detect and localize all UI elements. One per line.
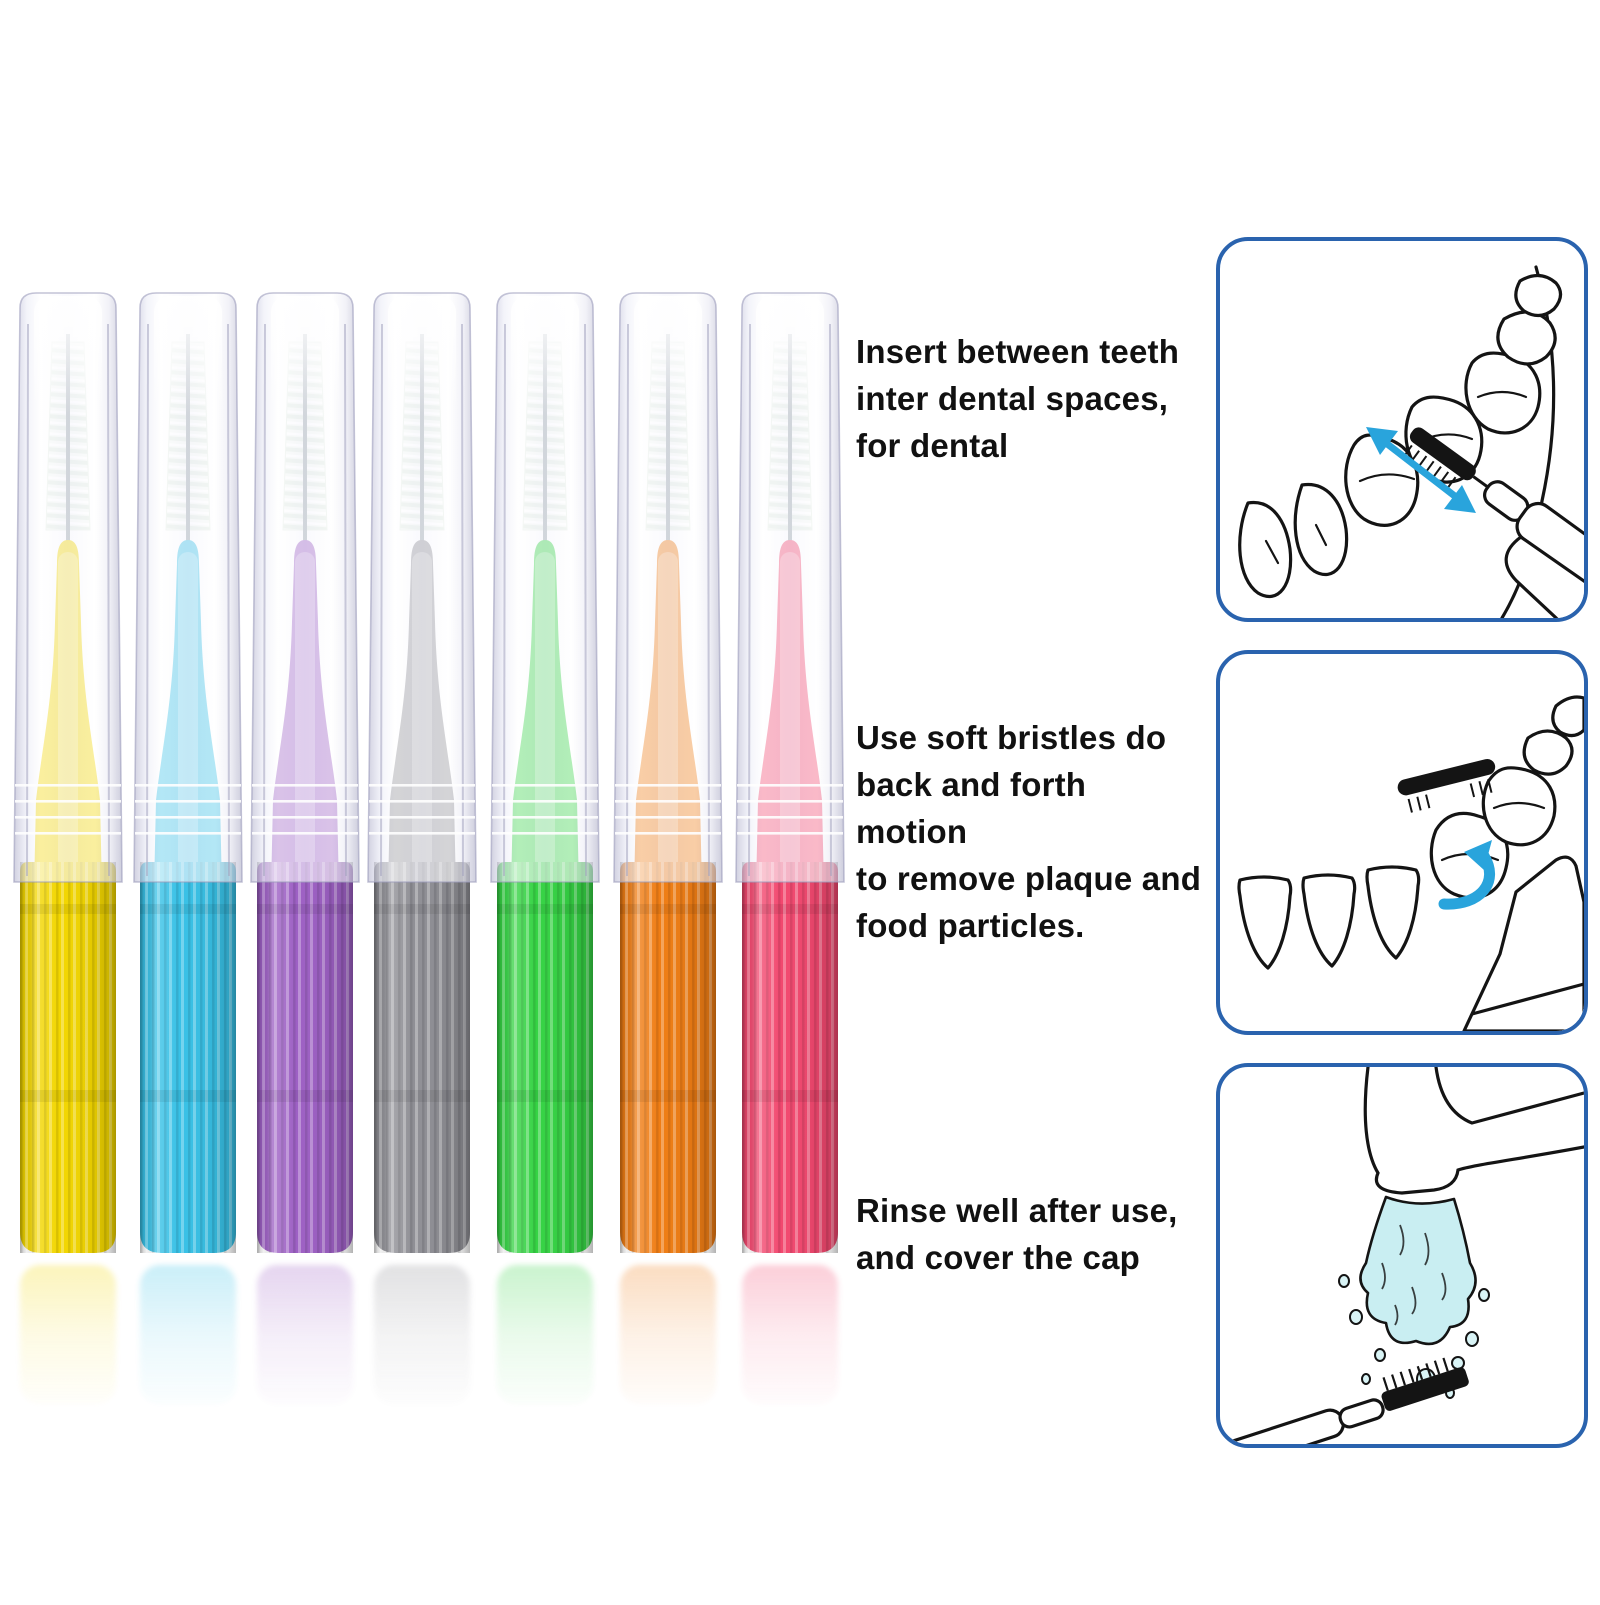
- instruction-panel-1: [1216, 237, 1588, 622]
- rotation-arrow: [1438, 850, 1495, 910]
- rotation-arrow-head: [1464, 840, 1492, 870]
- text-line: and cover the cap: [856, 1239, 1140, 1276]
- text-line: to remove plaque and: [856, 860, 1202, 897]
- brush-between-teeth-illustration: [1238, 265, 1584, 618]
- text-line: inter dental spaces,: [856, 380, 1169, 417]
- rinse-under-water-illustration: [1220, 1067, 1584, 1444]
- instruction-panel-3: [1216, 1063, 1588, 1448]
- text-line: food particles.: [856, 907, 1085, 944]
- instruction-panel-2: [1216, 650, 1588, 1035]
- text-line: for dental: [856, 427, 1009, 464]
- instruction-step-2-text: Use soft bristles do back and forth moti…: [856, 714, 1206, 949]
- brush-rotation-on-teeth-illustration: [1237, 695, 1584, 1031]
- rinsed-brush: [1220, 1357, 1469, 1444]
- text-line: Rinse well after use,: [856, 1192, 1178, 1229]
- text-line: Use soft bristles do: [856, 719, 1167, 756]
- instruction-step-3-text: Rinse well after use, and cover the cap: [856, 1187, 1206, 1281]
- instruction-step-1-text: Insert between teeth inter dental spaces…: [856, 328, 1206, 469]
- text-line: back and forth motion: [856, 766, 1087, 850]
- text-line: Insert between teeth: [856, 333, 1180, 370]
- water-spray: [1338, 1195, 1490, 1399]
- back-and-forth-arrow: [1366, 427, 1476, 513]
